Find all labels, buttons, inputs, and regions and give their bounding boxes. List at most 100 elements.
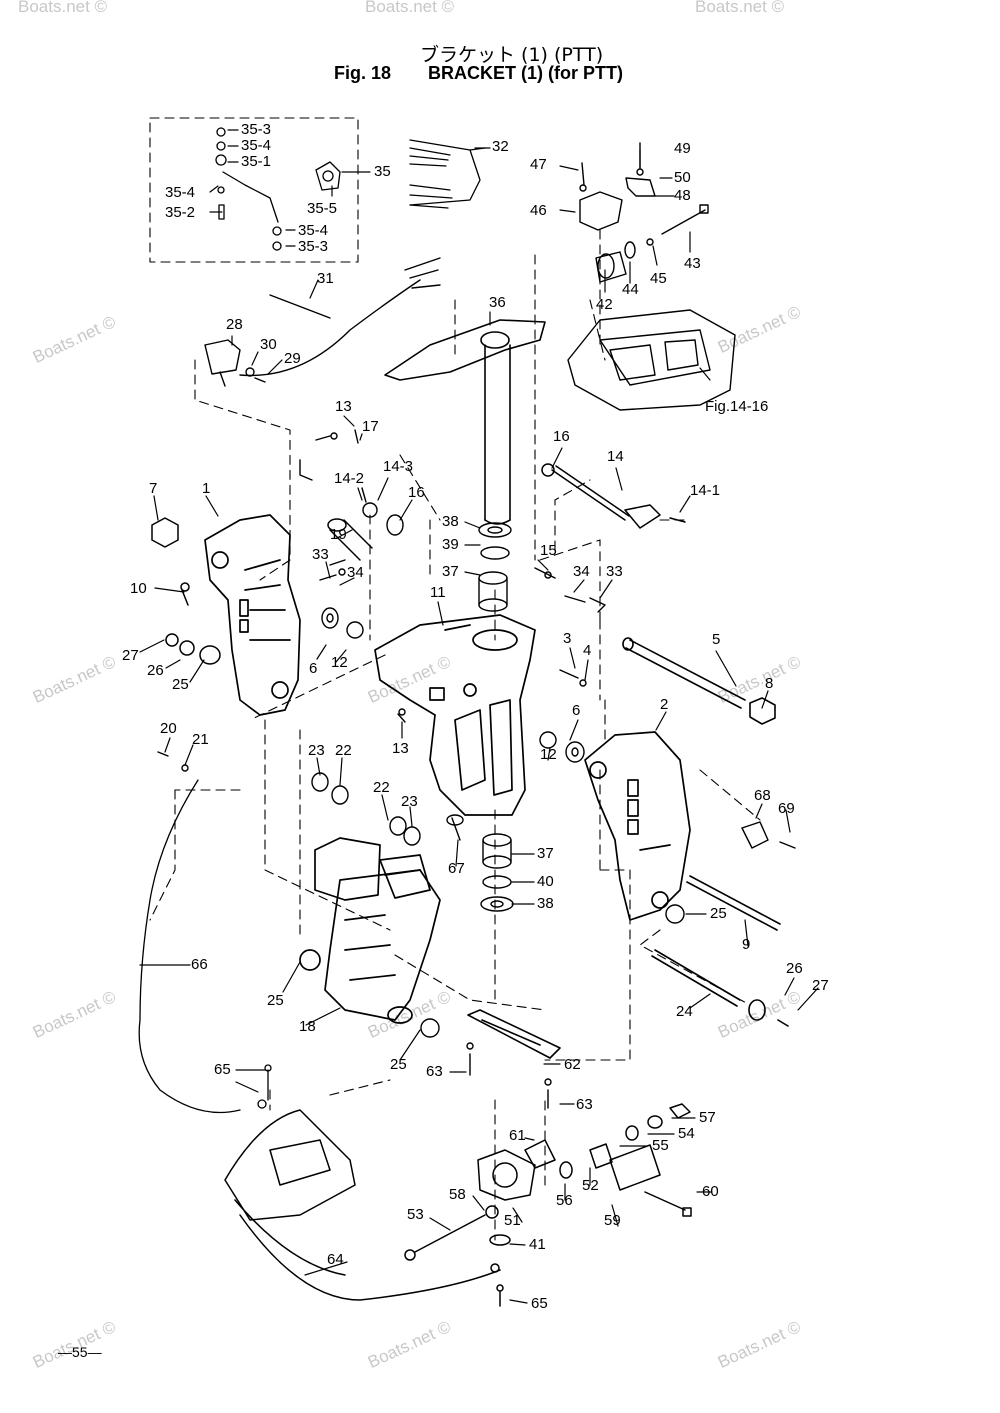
callout: 3 xyxy=(563,630,572,647)
callout: 12 xyxy=(331,654,348,671)
watermark: Boats.net © xyxy=(365,0,455,16)
callout: 4 xyxy=(583,642,592,659)
callout: 37 xyxy=(442,563,459,580)
callout: 38 xyxy=(537,895,554,912)
callout: 1 xyxy=(202,480,211,497)
bottom-cowl-reference xyxy=(567,309,736,411)
callout: 28 xyxy=(226,316,243,333)
callout: 35-4 xyxy=(241,137,272,154)
clamp-28 xyxy=(204,339,266,387)
bolts-right xyxy=(564,595,606,613)
callout: 2 xyxy=(660,696,669,713)
swivel-bracket-11 xyxy=(374,614,536,816)
bushing-25-right xyxy=(665,904,685,924)
bushing-25-lower xyxy=(420,1018,440,1038)
upper-mount-assembly xyxy=(579,142,709,283)
callout: 22 xyxy=(335,742,352,759)
callout: 65 xyxy=(214,1061,231,1078)
callout: 25 xyxy=(172,676,189,693)
lower-mount-assembly xyxy=(404,1103,692,1307)
power-trim-tilt-unit-18 xyxy=(299,837,441,1024)
callout: 25 xyxy=(390,1056,407,1073)
callout: 5 xyxy=(712,631,721,648)
callout: 56 xyxy=(556,1192,573,1209)
callout: 34 xyxy=(347,564,364,581)
wire-harness-32 xyxy=(409,139,486,209)
callout: 38 xyxy=(442,513,459,530)
callout: 35-5 xyxy=(307,200,338,217)
callout: 26 xyxy=(786,960,803,977)
cable-31 xyxy=(239,257,441,377)
callout: 9 xyxy=(742,936,751,953)
callout: 44 xyxy=(622,281,639,298)
callout: 23 xyxy=(308,742,325,759)
callout: 35-4 xyxy=(298,222,329,239)
callout: 34 xyxy=(573,563,590,580)
callout: 6 xyxy=(309,660,318,677)
callout: 65 xyxy=(531,1295,548,1312)
callout: 40 xyxy=(537,873,554,890)
callout: 18 xyxy=(299,1018,316,1035)
trim-sender-wire-35 xyxy=(215,127,341,251)
callout: 8 xyxy=(765,675,774,692)
callout: 46 xyxy=(530,202,547,219)
callout: 30 xyxy=(260,336,277,353)
bushings-upper xyxy=(478,522,512,612)
callout: 35-4 xyxy=(165,184,196,201)
plate-62 xyxy=(467,1009,561,1059)
callout: 69 xyxy=(778,800,795,817)
callout: 14 xyxy=(607,448,624,465)
rod-24 xyxy=(651,949,789,1027)
callout: 36 xyxy=(489,294,506,311)
callout: 48 xyxy=(674,187,691,204)
callout: 33 xyxy=(606,563,623,580)
callout: 32 xyxy=(492,138,509,155)
callout: 51 xyxy=(504,1212,521,1229)
callout: 17 xyxy=(362,418,379,435)
callout: Fig.14-16 xyxy=(705,398,769,415)
callout: 20 xyxy=(160,720,177,737)
callout: 7 xyxy=(149,480,158,497)
callout: 58 xyxy=(449,1186,466,1203)
callout: 16 xyxy=(408,484,425,501)
callout: 42 xyxy=(596,296,613,313)
callout: 59 xyxy=(604,1212,621,1229)
callout: 63 xyxy=(576,1096,593,1113)
callout: 26 xyxy=(147,662,164,679)
watermark: Boats.net © xyxy=(695,0,785,16)
callout: 35-3 xyxy=(241,121,272,138)
callout: 16 xyxy=(553,428,570,445)
callout: 45 xyxy=(650,270,667,287)
callout: 29 xyxy=(284,350,301,367)
callout: 52 xyxy=(582,1177,599,1194)
callout: 41 xyxy=(529,1236,546,1253)
hardware-left xyxy=(151,517,221,665)
callout: 14-2 xyxy=(334,470,365,487)
callout: 49 xyxy=(674,140,691,157)
callout: 12 xyxy=(540,746,557,763)
bolts-63 xyxy=(466,1042,552,1109)
callout: 14-1 xyxy=(690,482,721,499)
washer-bushing-right xyxy=(539,731,585,763)
rod-9 xyxy=(686,875,781,931)
small-bolts-mid xyxy=(157,708,464,841)
callout: 33 xyxy=(312,546,329,563)
callout: 19 xyxy=(330,526,347,543)
callout: 61 xyxy=(509,1127,526,1144)
callout: 67 xyxy=(448,860,465,877)
callout: 55 xyxy=(652,1137,669,1154)
figure-number: Fig. 18 xyxy=(334,63,392,83)
callout: 15 xyxy=(540,542,557,559)
callout: 27 xyxy=(812,977,829,994)
figure-title: BRACKET (1) (for PTT) xyxy=(428,63,623,83)
bushings-22-23 xyxy=(311,772,421,846)
watermark: Boats.net © xyxy=(18,0,108,16)
lower-cowl-64 xyxy=(224,1109,501,1301)
callout: 39 xyxy=(442,536,459,553)
callout: 54 xyxy=(678,1125,695,1142)
clamp-bracket-left-1 xyxy=(204,514,301,716)
bushings-lower xyxy=(480,833,514,912)
callout: 35-2 xyxy=(165,204,196,221)
callout: 11 xyxy=(430,584,446,601)
callout: 13 xyxy=(392,740,409,757)
